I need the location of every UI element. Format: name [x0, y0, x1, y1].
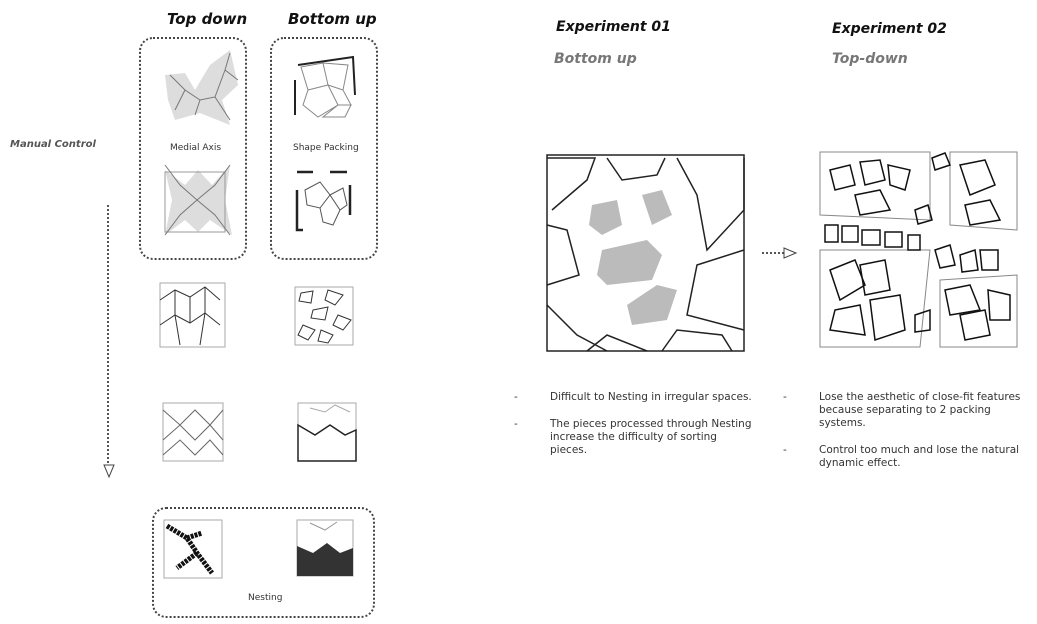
shape-packing-diagram — [294, 55, 356, 118]
manual-control-arrow-line — [107, 205, 109, 463]
top-down-group — [139, 37, 247, 260]
medial-axis-label: Medial Axis — [170, 143, 222, 153]
experiment-01-title: Experiment 01 — [556, 19, 671, 35]
column-title-bottom-up: Bottom up — [288, 10, 377, 28]
nesting-label: Nesting — [248, 593, 283, 603]
experiment-02-bullet-1: Lose the aesthetic of close-fit features… — [819, 391, 1021, 429]
top-down-nesting-grid-diagram — [162, 402, 224, 462]
experiment-02-diagram — [819, 151, 1018, 348]
bottom-up-group — [270, 37, 378, 260]
shape-packing-label: Shape Packing — [293, 143, 359, 153]
experiment-01-bullet-1: Difficult to Nesting in irregular spaces… — [550, 391, 752, 403]
shape-packing-square-diagram — [295, 170, 352, 232]
experiment-02-title: Experiment 02 — [832, 21, 947, 37]
experiment-01-bullet-2: The pieces processed through Nesting inc… — [550, 418, 752, 456]
bottom-up-nesting-diagram — [297, 402, 357, 462]
top-down-nested-result — [163, 519, 223, 579]
arrow-right-icon — [783, 247, 798, 259]
bullet-marker: - — [514, 391, 518, 403]
medial-axis-square-diagram — [164, 164, 232, 236]
bullet-marker: - — [783, 391, 787, 403]
top-down-cells-diagram — [159, 282, 226, 348]
experiment-02-subtitle: Top-down — [832, 51, 908, 67]
column-title-top-down: Top down — [167, 10, 248, 28]
experiment-01-diagram — [546, 154, 745, 352]
medial-axis-diagram — [165, 50, 239, 125]
arrow-down-icon — [103, 464, 115, 479]
manual-control-label: Manual Control — [10, 139, 96, 150]
experiment-01-subtitle: Bottom up — [554, 51, 637, 67]
experiment-02-bullet-2: Control too much and lose the natural dy… — [819, 444, 1020, 469]
nesting-group — [152, 507, 375, 618]
bullet-marker: - — [514, 418, 518, 430]
arrow-line — [762, 252, 784, 254]
bottom-up-pieces-diagram — [294, 286, 354, 346]
bottom-up-nested-result — [296, 519, 354, 577]
bullet-marker: - — [783, 444, 787, 456]
